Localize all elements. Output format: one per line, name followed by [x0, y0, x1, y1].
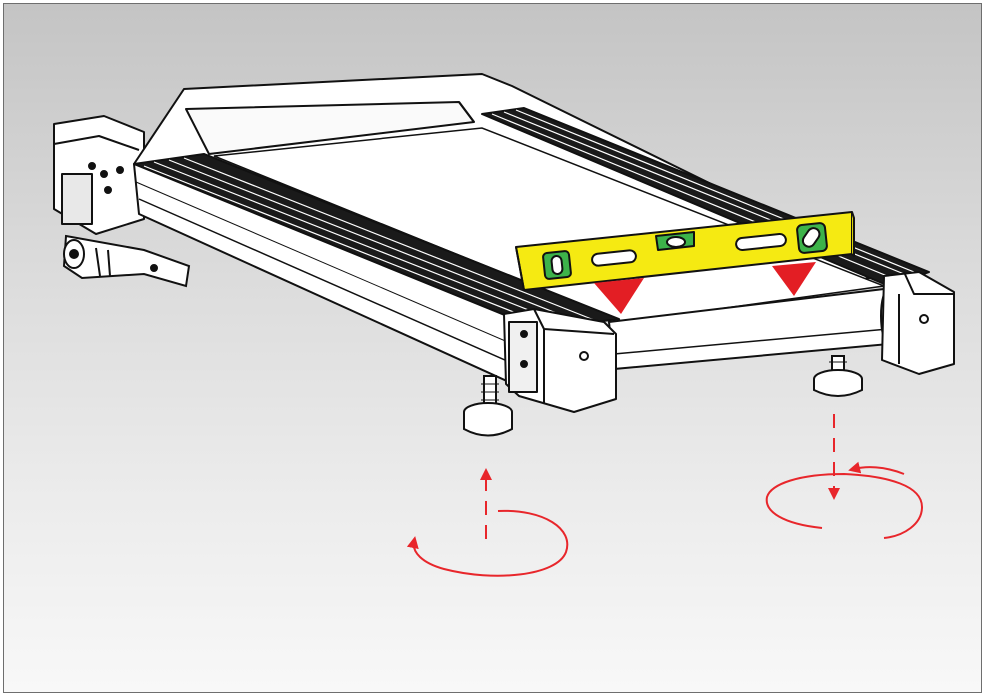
- leveling-foot-left: [463, 375, 513, 437]
- rotation-arrow-icon: [406, 468, 569, 577]
- front-right-end-cap: [881, 271, 955, 375]
- rear-support-arm: [62, 234, 191, 288]
- leveling-foot-right: [813, 355, 863, 397]
- rear-end-cap: [53, 115, 145, 235]
- front-left-end-cap: [503, 308, 617, 413]
- left-side-rail: [133, 153, 620, 383]
- treadmill-diagram: [53, 73, 955, 577]
- spirit-level-icon: [515, 211, 855, 291]
- diagram-frame: [3, 3, 982, 693]
- level-marker-left: [594, 278, 644, 314]
- level-marker-right: [772, 262, 816, 296]
- rotation-arrow-icon: [765, 414, 924, 539]
